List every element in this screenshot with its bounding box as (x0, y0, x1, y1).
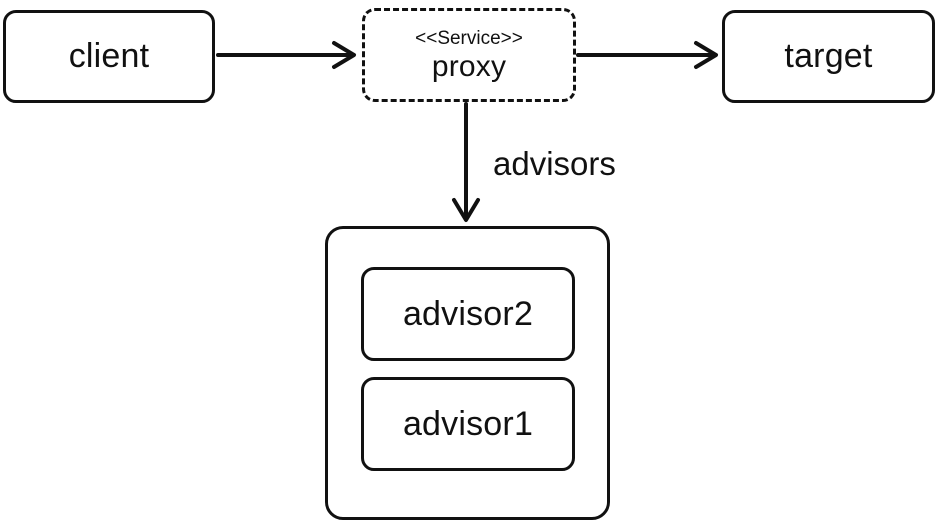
proxy-stereotype: <<Service>> (415, 27, 523, 49)
arrowhead-proxy-target (694, 41, 718, 69)
target-label: target (784, 37, 873, 75)
client-label: client (68, 37, 150, 75)
advisor1-label: advisor1 (402, 404, 534, 443)
arrowhead-client-proxy (332, 41, 356, 69)
advisors-edge-label: advisors (493, 145, 616, 182)
advisor2-node: advisor2 (361, 267, 575, 361)
proxy-node: <<Service>> proxy (362, 8, 576, 102)
arrowhead-proxy-advisors (452, 198, 480, 222)
advisor2-label: advisor2 (402, 294, 534, 333)
proxy-label: proxy (431, 49, 507, 83)
client-node: client (3, 10, 215, 103)
target-node: target (722, 10, 935, 103)
advisor1-node: advisor1 (361, 377, 575, 471)
